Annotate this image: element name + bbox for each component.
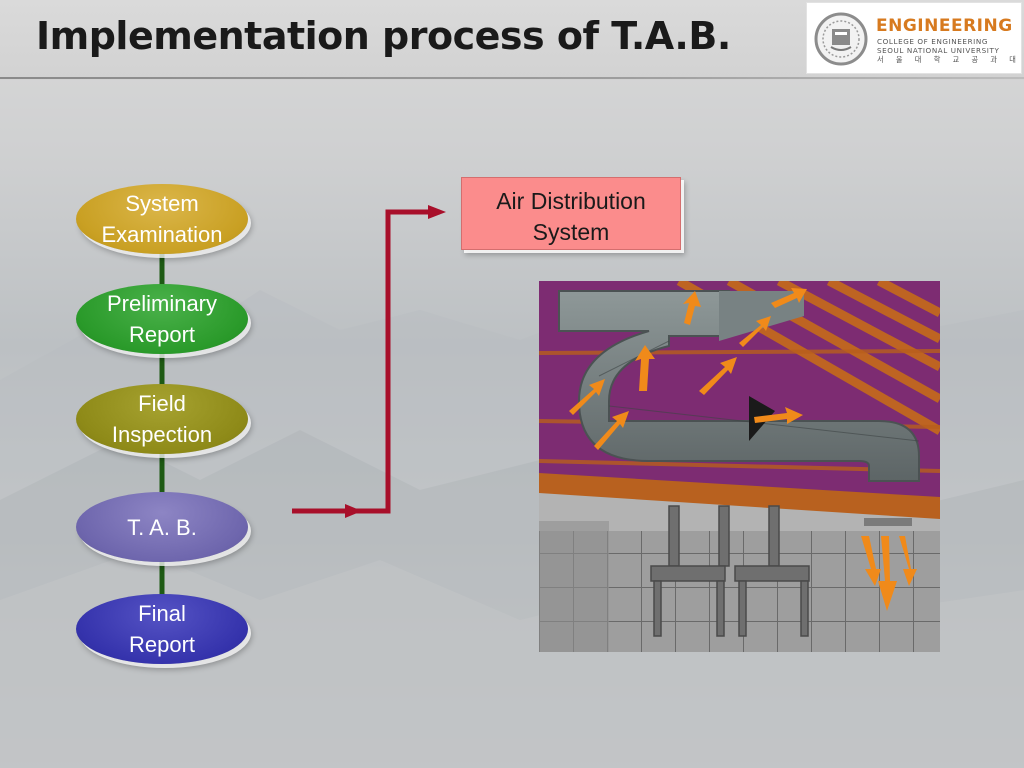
university-emblem-icon [814,12,868,66]
logo-subtitle-1: COLLEGE OF ENGINEERING [877,37,989,46]
step-label-line2: Examination [101,222,223,247]
step-label-line2: Report [128,632,196,657]
college-logo: ENGINEERING COLLEGE OF ENGINEERING SEOUL… [806,2,1024,74]
duct-airflow-illustration-icon [539,281,940,652]
step-label-line1: Preliminary [106,291,218,316]
target-label-line2: System [532,219,610,245]
logo-subtitle-2: SEOUL NATIONAL UNIVERSITY [877,46,1000,55]
page-title: Implementation process of T.A.B. [36,14,731,58]
arrowhead-lower [345,504,362,518]
title-divider [0,77,1024,79]
air-distribution-system-box: Air Distribution System [461,177,681,250]
step-label-line1: Final [138,601,186,626]
step-tab: T. A. B. [76,492,248,562]
step-label-line2: Inspection [111,422,213,447]
logo-wordmark: ENGINEERING [876,16,1013,36]
step-label-line2: Report [128,322,196,347]
target-label-line1: Air Distribution [496,188,646,214]
logo-subtitle-3: 서 울 대 학 교 공 과 대 학 [877,55,1024,64]
step-label-line1: Field [138,391,186,416]
arrowhead-upper [428,205,446,219]
title-bar: Implementation process of T.A.B. [0,0,1024,80]
step-label-line1: System [125,191,199,216]
branch-connector [292,209,440,514]
step-label-line1: T. A. B. [127,514,197,540]
